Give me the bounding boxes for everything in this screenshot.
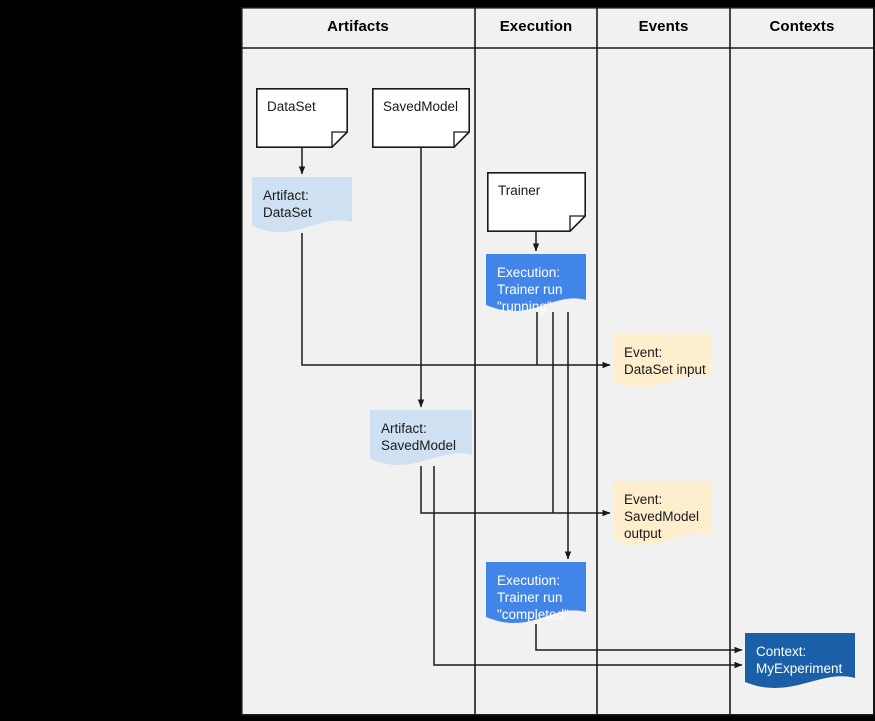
node-label: Trainer <box>498 183 541 198</box>
node-execution-running[interactable]: Execution: Trainer run "running" <box>486 254 586 314</box>
node-trainer[interactable]: Trainer <box>487 172 586 232</box>
node-event-savedmodel-output[interactable]: Event: SavedModel output <box>613 481 711 546</box>
node-label: Execution: Trainer run "running" <box>497 265 563 314</box>
swimlane-title-execution: Execution <box>499 18 573 35</box>
node-label: SavedModel <box>383 99 459 114</box>
node-dataset[interactable]: DataSet <box>256 88 348 148</box>
swimlane-title-contexts: Contexts <box>769 18 835 35</box>
node-label: Event: DataSet input <box>624 345 706 377</box>
node-event-dataset-input[interactable]: Event: DataSet input <box>613 334 711 388</box>
node-artifact-dataset[interactable]: Artifact: DataSet <box>252 177 352 233</box>
node-artifact-savedmodel[interactable]: Artifact: SavedModel <box>370 410 472 466</box>
node-label: Event: SavedModel output <box>624 492 700 541</box>
node-savedmodel[interactable]: SavedModel <box>372 88 470 148</box>
swimlane-title-artifacts: Artifacts <box>327 18 389 35</box>
swimlane-title-events: Events <box>638 18 689 35</box>
node-label: Context: MyExperiment <box>756 644 843 676</box>
document-shape <box>487 172 586 232</box>
node-label: Execution: Trainer run "completed" <box>497 573 569 622</box>
node-label: Artifact: SavedModel <box>381 421 457 453</box>
node-context-myexperiment[interactable]: Context: MyExperiment <box>745 633 855 689</box>
node-execution-completed[interactable]: Execution: Trainer run "completed" <box>486 562 586 624</box>
document-shape <box>256 88 348 148</box>
node-label: Artifact: DataSet <box>263 188 312 220</box>
node-label: DataSet <box>267 99 316 114</box>
document-shape <box>372 88 470 148</box>
